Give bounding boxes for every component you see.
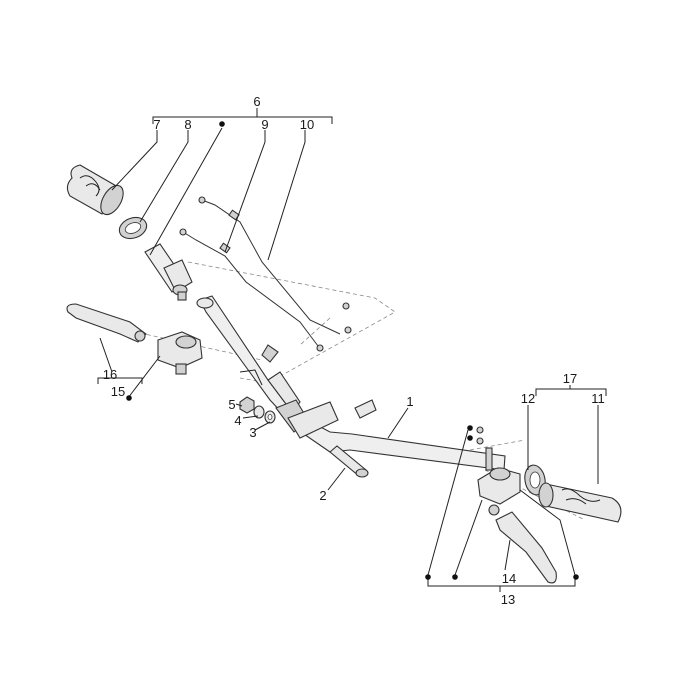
right-brake-lever: [488, 504, 557, 584]
assembly-guide-lines: [139, 261, 586, 521]
callout-10: 10: [300, 117, 314, 132]
callout-8: 8: [184, 117, 191, 132]
callout-9: 9: [261, 117, 268, 132]
callout-11: 11: [591, 391, 605, 406]
callout-3: 3: [249, 425, 256, 440]
callout-2: 2: [319, 488, 326, 503]
throttle-cables: [179, 196, 352, 352]
left-master-cylinder: [157, 331, 203, 375]
nut-and-washers: [239, 396, 276, 424]
callout-16: 16: [103, 367, 117, 382]
throttle-assembly: [144, 243, 193, 301]
left-brake-lever: [66, 303, 147, 343]
right-master-cylinder: [476, 426, 521, 505]
handlebar-tube: [196, 295, 506, 471]
callout-12: 12: [521, 391, 535, 406]
left-collar: [118, 216, 148, 240]
callout-4: 4: [234, 413, 241, 428]
callout-13: 13: [501, 592, 515, 607]
bolt: [329, 445, 369, 478]
right-grip: [538, 482, 622, 523]
left-grip: [66, 164, 124, 216]
callout-17: 17: [563, 371, 577, 386]
reference-dots: [126, 121, 579, 580]
leader-lines: [97, 108, 607, 592]
callout-14: 14: [502, 571, 516, 586]
callout-labels: 6 7 8 9 10 1 2 3 4 5 16 15 17 12 11 14 1…: [103, 94, 605, 607]
callout-6: 6: [253, 94, 260, 109]
callout-1: 1: [406, 394, 413, 409]
callout-5: 5: [228, 397, 235, 412]
callout-7: 7: [153, 117, 160, 132]
callout-15: 15: [111, 384, 125, 399]
